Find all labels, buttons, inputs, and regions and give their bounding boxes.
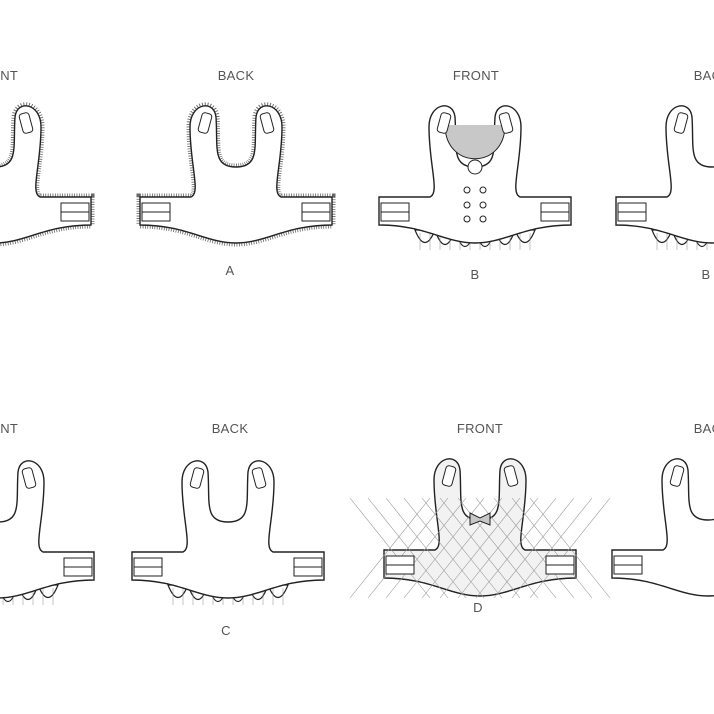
view-label: BACK xyxy=(211,421,249,436)
bow-icon xyxy=(469,512,491,526)
strap-tab-right xyxy=(498,112,514,134)
quilt-line xyxy=(529,497,611,599)
view-label: FRONT xyxy=(456,421,504,436)
view-letter: A xyxy=(225,263,235,278)
button xyxy=(479,186,487,194)
harness-body xyxy=(615,105,714,244)
harness-body xyxy=(139,105,333,244)
garment-b-front xyxy=(378,105,572,250)
strap-tab-right xyxy=(21,467,37,489)
garment-c-front xyxy=(0,460,95,605)
view-letter: B xyxy=(701,267,711,282)
strap-tab-left xyxy=(669,465,685,487)
quilt-line xyxy=(511,497,593,599)
harness-body xyxy=(131,460,325,599)
view-label: FRONT xyxy=(0,421,19,436)
quilt-line xyxy=(493,497,575,599)
view-label: FRONT xyxy=(452,68,500,83)
strap-tab-right xyxy=(251,467,267,489)
quilt-line xyxy=(439,497,521,599)
view-label: FRONT xyxy=(0,68,19,83)
strap-tab-right xyxy=(503,465,519,487)
button xyxy=(479,215,487,223)
harness-body xyxy=(0,105,92,244)
quilt-line xyxy=(385,497,467,599)
strap-tab-left xyxy=(441,465,457,487)
rosette xyxy=(467,159,483,175)
button xyxy=(463,201,471,209)
view-letter: B xyxy=(470,267,480,282)
strap-tab-left xyxy=(197,112,213,134)
button xyxy=(463,215,471,223)
harness-body xyxy=(383,458,577,597)
view-label: BACK xyxy=(217,68,255,83)
quilt-line xyxy=(475,497,557,599)
view-letter: D xyxy=(473,600,483,615)
collar xyxy=(444,124,506,160)
harness-body xyxy=(0,460,95,599)
strap-tab-right xyxy=(18,112,34,134)
strap-tab-left xyxy=(436,112,452,134)
harness-body xyxy=(611,458,714,597)
garment-d-back xyxy=(611,458,714,597)
button xyxy=(479,201,487,209)
garment-a-back xyxy=(136,102,336,247)
garment-c-back xyxy=(131,460,325,605)
quilt-line xyxy=(457,497,539,599)
view-letter: C xyxy=(221,623,231,638)
garment-d-front xyxy=(349,458,611,599)
strap-tab-right xyxy=(259,112,275,134)
button xyxy=(463,186,471,194)
garment-b-back xyxy=(615,105,714,250)
view-label: BACK xyxy=(693,421,714,436)
strap-tab-left xyxy=(673,112,689,134)
quilt-line xyxy=(367,497,449,599)
strap-tab-left xyxy=(189,467,205,489)
view-label: BACK xyxy=(693,68,714,83)
quilt-line xyxy=(349,497,431,599)
garment-a-front xyxy=(0,102,95,247)
